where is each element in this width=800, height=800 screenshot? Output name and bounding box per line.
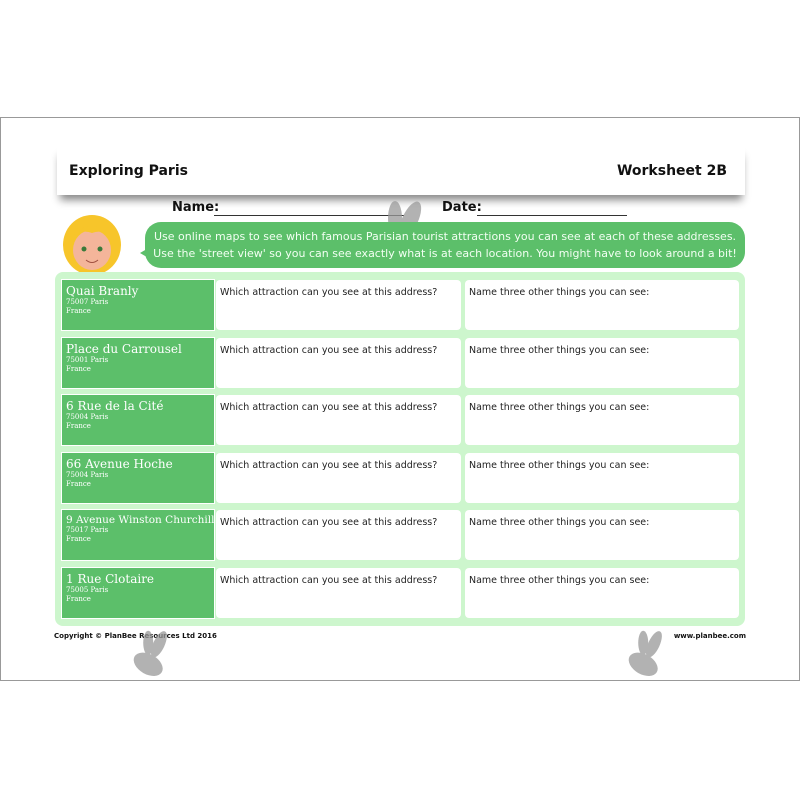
address-postcode: 75004 Paris <box>66 471 109 479</box>
other-things-answer[interactable]: Name three other things you can see: <box>465 568 739 618</box>
address-postcode: 75004 Paris <box>66 413 109 421</box>
address-name: Place du Carrousel <box>66 342 182 356</box>
address-country: France <box>66 422 91 430</box>
address-country: France <box>66 480 91 488</box>
attraction-answer[interactable]: Which attraction can you see at this add… <box>216 395 461 445</box>
other-things-answer[interactable]: Name three other things you can see: <box>465 510 739 560</box>
address-name: 6 Rue de la Cité <box>66 399 164 413</box>
address-postcode: 75005 Paris <box>66 586 109 594</box>
address-postcode: 75017 Paris <box>66 526 109 534</box>
other-things-answer[interactable]: Name three other things you can see: <box>465 280 739 330</box>
address-country: France <box>66 535 91 543</box>
header-banner: Exploring Paris Worksheet 2B <box>57 145 745 195</box>
girl-avatar-icon <box>63 215 121 275</box>
bee-watermark-icon <box>628 630 662 676</box>
attraction-answer[interactable]: Which attraction can you see at this add… <box>216 568 461 618</box>
address-name: 9 Avenue Winston Churchill <box>66 514 215 526</box>
attraction-answer[interactable]: Which attraction can you see at this add… <box>216 453 461 503</box>
attraction-answer[interactable]: Which attraction can you see at this add… <box>216 338 461 388</box>
name-label: Name: <box>172 200 220 215</box>
date-field[interactable] <box>477 215 627 216</box>
attraction-answer[interactable]: Which attraction can you see at this add… <box>216 510 461 560</box>
name-field[interactable] <box>214 215 404 216</box>
other-things-answer[interactable]: Name three other things you can see: <box>465 338 739 388</box>
website-link[interactable]: www.planbee.com <box>673 632 746 640</box>
address-country: France <box>66 307 91 315</box>
address-country: France <box>66 365 91 373</box>
date-label: Date: <box>442 200 482 215</box>
instructions-bubble: Use online maps to see which famous Pari… <box>140 222 745 268</box>
address-name: 66 Avenue Hoche <box>66 457 173 471</box>
address-postcode: 75001 Paris <box>66 356 109 364</box>
address-postcode: 75007 Paris <box>66 298 109 306</box>
address-name: Quai Branly <box>66 284 139 298</box>
address-name: 1 Rue Clotaire <box>66 572 155 586</box>
attraction-answer[interactable]: Which attraction can you see at this add… <box>216 280 461 330</box>
address-country: France <box>66 595 91 603</box>
bee-watermark-icon <box>133 630 167 676</box>
worksheet-number: Worksheet 2B <box>616 163 727 179</box>
worksheet-title: Exploring Paris <box>69 163 188 179</box>
other-things-answer[interactable]: Name three other things you can see: <box>465 395 739 445</box>
copyright-text: Copyright © PlanBee Resources Ltd 2016 <box>54 632 217 640</box>
other-things-answer[interactable]: Name three other things you can see: <box>465 453 739 503</box>
